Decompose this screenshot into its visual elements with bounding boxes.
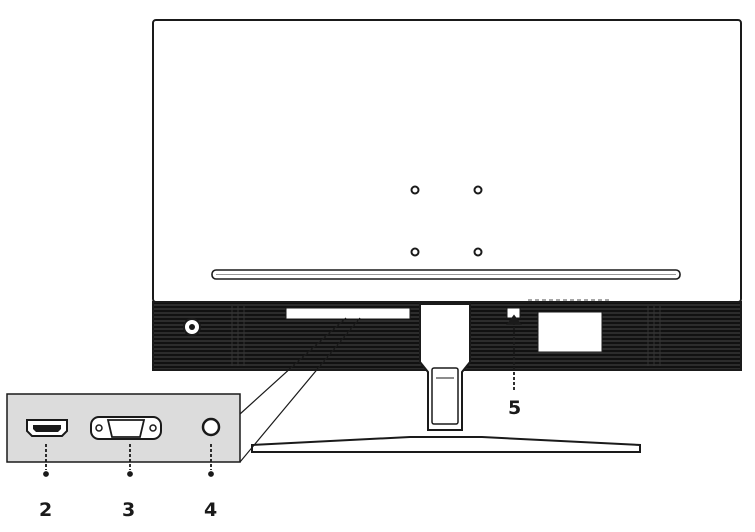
hdmi-port-icon xyxy=(26,419,68,437)
vga-port-icon xyxy=(90,416,162,440)
label-plate xyxy=(537,311,603,353)
io-port-slot xyxy=(285,307,411,320)
zoom-leader-lines xyxy=(239,317,361,463)
monitor-back-panel xyxy=(152,19,742,303)
stand xyxy=(251,303,641,453)
callout-audio-number: 4 xyxy=(204,499,217,521)
callout-vga-number: 3 xyxy=(122,499,135,521)
vesa-hole xyxy=(473,247,483,257)
callout-hdmi-number: 2 xyxy=(39,499,52,521)
stand-base xyxy=(251,436,641,453)
vent-slots xyxy=(231,306,661,366)
vesa-hole xyxy=(410,247,420,257)
vesa-hole xyxy=(473,185,483,195)
audio-port-icon xyxy=(201,417,221,437)
callout-power-number: 5 xyxy=(508,397,521,419)
vesa-hole xyxy=(410,185,420,195)
callout-leaders xyxy=(43,314,522,477)
vesa-mount-holes xyxy=(410,185,483,257)
